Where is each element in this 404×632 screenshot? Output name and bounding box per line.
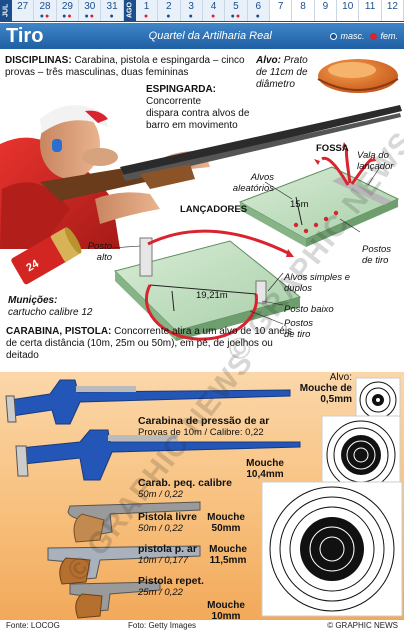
rifle-pistol-section: Alvo: Mouche de 0,5mm Mouche 10,4mm Mouc… [0,372,404,622]
target-label-10-4mm: Mouche 10,4mm [246,458,284,480]
gender-legend: masc. fem. [330,31,404,41]
photo-credit: Foto: Getty Images [128,621,197,630]
target-10-4mm-icon [321,415,401,495]
guns-and-targets-illustration [5,377,403,619]
venue-name: Quartel da Artilharia Real [148,30,272,42]
legend-masc: masc. [340,31,365,41]
gun-label-air-rifle: Carabina de pressão de ar Provas de 10m … [138,415,270,439]
target-label-0-5mm: Alvo: Mouche de 0,5mm [299,372,352,405]
page-title: Tiro [6,24,44,47]
source-credit: Fonte: LOCOG [6,621,60,630]
day-cell: 9 [314,0,338,21]
gun-label-small-bore: Carab. peq. calibre 50m / 0,22 [138,477,232,501]
legend-masc-dot-icon [330,32,338,40]
free-pistol-icon [67,501,201,543]
shotgun-illustration: 24 [0,59,402,341]
day-cell: 29●● [56,0,80,21]
footer: Fonte: LOCOG Foto: Getty Images © GRAPHI… [0,620,404,632]
air-rifle-icon [5,379,291,425]
rapid-fire-pistol-icon [69,581,161,619]
day-cell: 2● [158,0,181,21]
day-cell: 5●● [225,0,248,21]
lancadores-title: LANÇADORES [180,204,248,215]
day-cell: 4● [202,0,226,21]
clay-target-icon [317,59,399,93]
title-bar: Tiro Quartel da Artilharia Real masc. fe… [0,23,404,49]
pointer-lines [111,166,381,325]
municoes-text: Munições: cartucho calibre 12 [8,295,93,318]
day-cell: 31● [101,0,124,21]
day-cell: 8 [292,0,315,21]
day-cell: 6● [247,0,270,21]
target-50mm-icon [261,481,403,617]
gun-label-air-pistol: pistola p. ar 10m / 0,177 [138,543,197,567]
carabina-pistola-text: CARABINA, PISTOLA: Concorrente atira a u… [6,326,293,361]
fossa-title: FOSSA [316,143,349,154]
fossa-distance: 15m [290,199,309,210]
day-cell: 30●● [79,0,102,21]
shotgun-shell-icon: 24 [11,227,82,285]
day-cell: 1● [135,0,159,21]
vala-label: Vala do lançador [357,150,394,172]
alvos-aleatorios-label: Alvos aleatórios [232,172,274,194]
alvo-text: Alvo: Prato de 11cm de diâmetro [256,55,308,90]
day-cell: 28●● [34,0,57,21]
fossa-postos-label: Postos de tiro [362,244,392,266]
air-pistol-icon [47,545,201,585]
target-label-10mm: Mouche 10mm [207,600,245,622]
alvos-simples-label: Alvos simples e duplos [284,272,350,294]
copyright: © GRAPHIC NEWS [327,621,398,630]
target-label-50mm: Mouche 50mm [207,512,245,534]
day-cell: 3● [180,0,203,21]
shotgun-icon [40,105,402,201]
trap-field-diagram [238,142,400,247]
skeet-field-diagram [114,229,302,341]
lancadores-postos-label: Postos de tiro [284,318,314,340]
lancadores-distance: 19,21m [196,290,228,301]
disciplinas-text: DISCIPLINAS: Carabina, pistola e espinga… [5,55,245,78]
gun-label-rapid-fire: Pistola repet. 25m / 0,22 [138,575,204,599]
month-ago: AGO [123,0,136,21]
legend-fem-dot-icon [370,32,378,40]
month-jul: JUL [0,0,12,21]
gun-label-free-pistol: Pistola livre 50m / 0,22 [138,511,197,535]
posto-baixo-label: Posto baixo [284,304,334,315]
posto-alto-label: Posto alto [87,241,112,263]
day-cell: 12 [381,0,404,21]
day-cell: 7 [269,0,293,21]
day-cell: 11 [359,0,382,21]
small-bore-rifle-icon [15,429,301,481]
legend-fem: fem. [380,31,398,41]
target-label-11-5mm: Mouche 11,5mm [209,544,247,566]
espingarda-text: ESPINGARDA: Concorrente dispara contra a… [146,84,250,131]
day-cell: 10 [337,0,360,21]
date-strip: JUL 27 28●● 29●● 30●● 31● AGO 1● 2● 3● 4… [0,0,404,22]
day-cell: 27 [12,0,35,21]
target-0-5mm-icon [355,377,401,423]
